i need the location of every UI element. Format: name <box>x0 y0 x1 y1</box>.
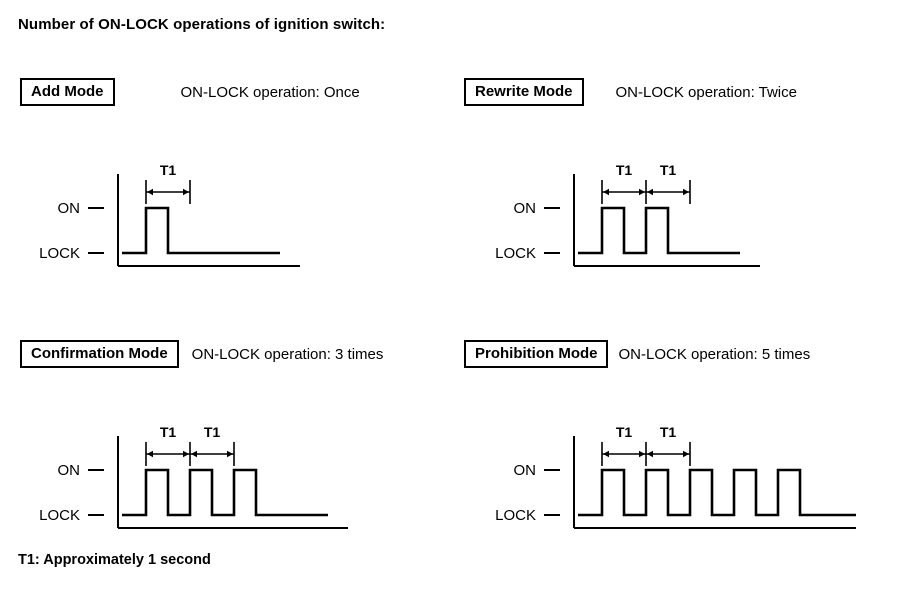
arrowhead-right-icon <box>683 450 689 458</box>
panel-header: Rewrite Mode ON-LOCK operation: Twice <box>464 78 797 107</box>
arrowhead-right-icon <box>639 450 645 458</box>
t1-duration-label: T1 <box>616 162 633 178</box>
axis-label-on: ON <box>514 462 537 479</box>
axis-label-on: ON <box>514 200 537 217</box>
axis-label-on: ON <box>58 462 81 479</box>
operation-count-text: ON-LOCK operation: 5 times <box>618 345 811 363</box>
axis-label-lock: LOCK <box>495 507 536 524</box>
arrowhead-left-icon <box>603 450 609 458</box>
signal-waveform <box>122 468 328 517</box>
signal-waveform <box>578 206 740 255</box>
t1-duration-label: T1 <box>616 424 633 440</box>
arrowhead-left-icon <box>647 188 653 196</box>
arrowhead-left-icon <box>191 450 197 458</box>
arrowhead-right-icon <box>227 450 233 458</box>
mode-label-box: Prohibition Mode <box>464 340 609 369</box>
t1-duration-label: T1 <box>160 162 177 178</box>
arrowhead-right-icon <box>183 188 189 196</box>
arrowhead-right-icon <box>183 450 189 458</box>
axis-label-lock: LOCK <box>495 245 536 262</box>
panel-header: Add Mode ON-LOCK operation: Once <box>20 78 360 107</box>
operation-count-text: ON-LOCK operation: Twice <box>615 83 797 101</box>
operation-count-text: ON-LOCK operation: Once <box>180 83 360 101</box>
arrowhead-left-icon <box>603 188 609 196</box>
t1-duration-label: T1 <box>660 162 677 178</box>
axis-label-lock: LOCK <box>39 507 80 524</box>
operation-count-text: ON-LOCK operation: 3 times <box>191 345 384 363</box>
mode-label-box: Rewrite Mode <box>464 78 584 107</box>
arrowhead-right-icon <box>639 188 645 196</box>
panel-header: Confirmation Mode ON-LOCK operation: 3 t… <box>20 340 384 369</box>
signal-waveform <box>122 206 280 255</box>
mode-label-box: Add Mode <box>20 78 115 107</box>
mode-label-box: Confirmation Mode <box>20 340 179 369</box>
waveform-chart: ON LOCK T1 <box>0 136 400 276</box>
signal-waveform <box>578 468 856 517</box>
waveform-chart: ON LOCK T1 T1 <box>456 398 856 538</box>
footnote-t1-definition: T1: Approximately 1 second <box>18 552 211 568</box>
waveform-chart: ON LOCK T1 T1 <box>0 398 400 538</box>
t1-duration-label: T1 <box>660 424 677 440</box>
arrowhead-left-icon <box>647 450 653 458</box>
arrowhead-left-icon <box>147 450 153 458</box>
arrowhead-right-icon <box>683 188 689 196</box>
arrowhead-left-icon <box>147 188 153 196</box>
t1-duration-label: T1 <box>160 424 177 440</box>
axis-label-lock: LOCK <box>39 245 80 262</box>
page-title: Number of ON-LOCK operations of ignition… <box>18 16 386 33</box>
panel-header: Prohibition Mode ON-LOCK operation: 5 ti… <box>464 340 811 369</box>
axis-label-on: ON <box>58 200 81 217</box>
t1-duration-label: T1 <box>204 424 221 440</box>
waveform-chart: ON LOCK T1 T1 <box>456 136 856 276</box>
